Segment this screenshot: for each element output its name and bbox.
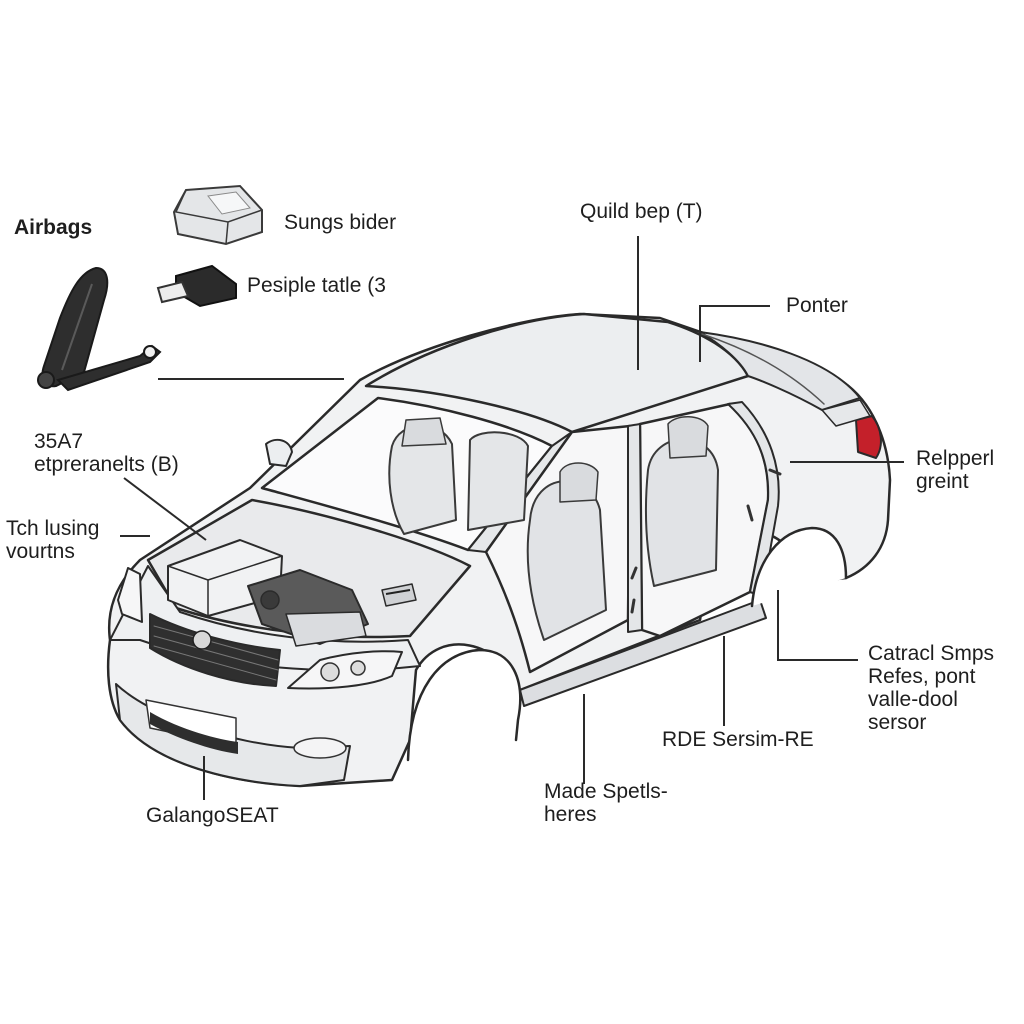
sensor-module-caption: Sungs bider <box>284 211 397 234</box>
rear-wheel-arch <box>750 526 848 608</box>
front-seat-door <box>526 480 607 641</box>
callout-door-bottom: Made Spetls- heres <box>544 780 668 826</box>
headlight-right <box>287 650 403 690</box>
callout-rear-wheel: Catracl Smps Refes, pont valle-dool sers… <box>868 642 995 734</box>
sensor-module-icon <box>172 184 263 246</box>
callout-hood-left: 35A7 etpreranelts (B) <box>34 430 179 476</box>
connector-plug-icon <box>156 264 237 308</box>
leader-lines <box>120 236 904 800</box>
callout-roof: Quild bep (T) <box>580 200 703 223</box>
front-seat-right <box>467 431 529 531</box>
interior-seats <box>388 416 719 641</box>
callout-rear-roof: Ponter <box>786 294 848 317</box>
seat-belt-icon <box>37 266 162 392</box>
taillight <box>855 415 882 459</box>
airbags-heading: Airbags <box>14 216 93 239</box>
callout-front-left: Tch lusing vourtns <box>6 517 100 563</box>
callout-rear-right: Relpperl greint <box>916 447 995 493</box>
leader-rear-roof <box>699 305 770 362</box>
rear-seat-door <box>645 438 719 587</box>
side-mirror <box>265 438 293 467</box>
connector-plug-caption: Pesiple tatle (3 <box>247 274 386 297</box>
front-wheel-arch <box>406 648 522 762</box>
leader-hood-left <box>123 477 207 541</box>
headlight-left <box>117 567 143 623</box>
leader-rear-wheel <box>777 590 858 661</box>
front-grille <box>149 613 281 687</box>
car-roof <box>364 312 750 434</box>
callout-front-bumper: GalangoSEAT <box>146 804 279 827</box>
door-sill <box>519 599 767 707</box>
callout-sill: RDE Sersim-RE <box>662 728 814 751</box>
engine-components <box>167 539 417 647</box>
